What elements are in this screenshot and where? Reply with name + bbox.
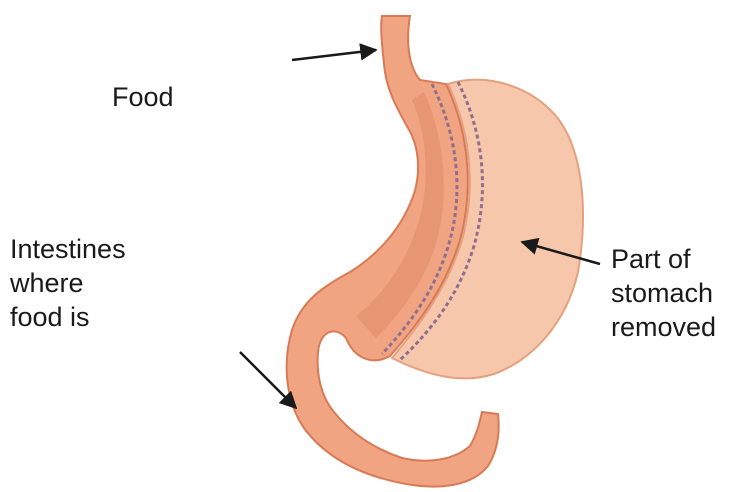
food-label: Food [112, 80, 174, 114]
intestines-label-line-3: food is [10, 300, 126, 334]
intestines-label: Intestines where food is [10, 232, 126, 334]
intestines-label-line-2: where [10, 266, 126, 300]
removed-part-label-line-2: stomach [611, 276, 716, 310]
removed-part-label-line-3: removed [611, 310, 716, 344]
removed-part-label: Part of stomach removed [611, 242, 716, 344]
intestines-label-line-1: Intestines [10, 232, 126, 266]
food-arrow [292, 50, 376, 60]
removed-part-label-line-1: Part of [611, 242, 716, 276]
food-label-line: Food [112, 80, 174, 114]
